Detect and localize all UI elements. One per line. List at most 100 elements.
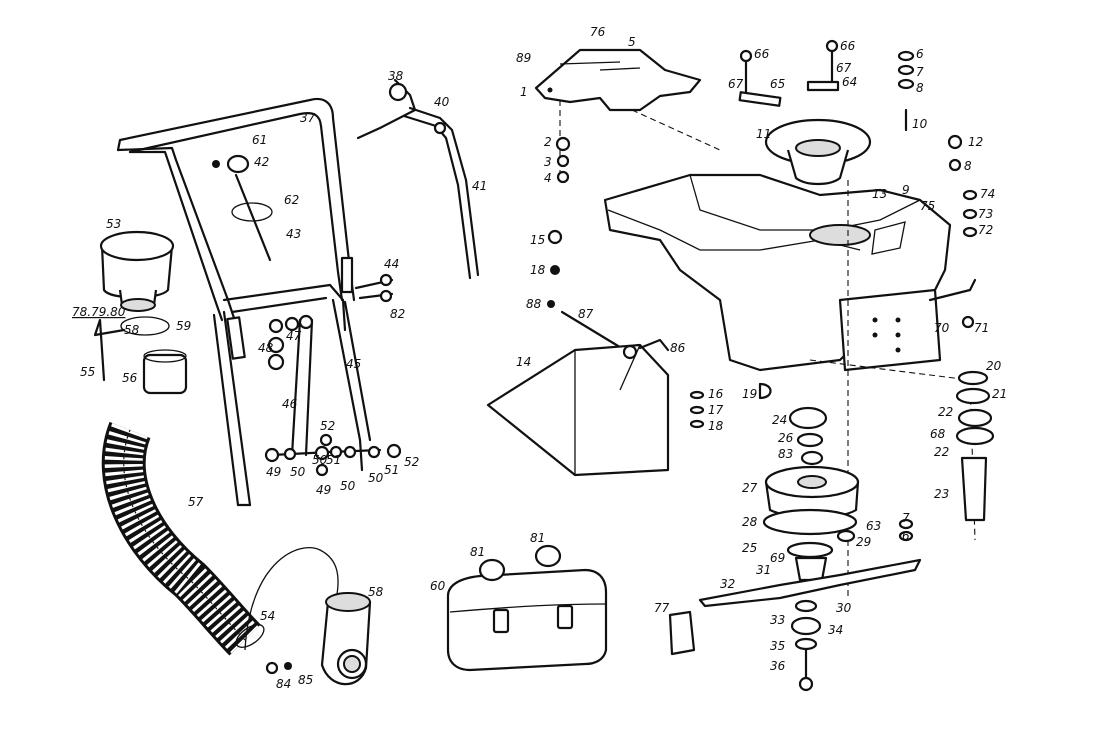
callout-p24: 24	[772, 413, 787, 427]
callout-p6b: 6	[902, 529, 910, 543]
callout-p89: 89	[516, 51, 531, 65]
washers-16-17-18	[689, 390, 705, 429]
callout-p60: 60	[430, 579, 446, 593]
callout-p32: 32	[720, 577, 735, 591]
motor-flange	[764, 118, 872, 186]
callout-p61: 61	[252, 133, 267, 147]
callout-p56: 56	[122, 371, 138, 385]
callout-p50d: 50	[368, 471, 384, 485]
callout-p7a: 7	[916, 65, 924, 79]
callout-p69: 69	[770, 551, 785, 565]
hose-clamp-and-tee	[235, 547, 372, 686]
callout-p41: 41	[472, 179, 487, 193]
callout-p38: 38	[388, 69, 404, 83]
callout-p86: 86	[670, 341, 686, 355]
callout-p23: 23	[934, 487, 949, 501]
callout-p25: 25	[742, 541, 757, 555]
callout-p55: 55	[80, 365, 95, 379]
callout-p1: 1	[520, 85, 528, 99]
callout-p4: 4	[544, 171, 552, 185]
callout-p19: 19	[742, 387, 757, 401]
callout-p13: 13	[872, 187, 887, 201]
callout-p81b: 81	[530, 531, 545, 545]
callout-p64: 64	[842, 75, 857, 89]
callout-p87: 87	[578, 307, 594, 321]
callout-p85: 85	[298, 673, 313, 687]
callout-p42: 42	[254, 155, 269, 169]
callout-p59: 59	[176, 319, 191, 333]
callout-p30: 30	[836, 601, 852, 615]
callout-p73: 73	[978, 207, 993, 221]
grass-box	[486, 338, 670, 477]
callout-p63: 63	[866, 519, 881, 533]
callout-p28: 28	[742, 515, 758, 529]
callout-p17: 17	[708, 403, 724, 417]
callout-p14: 14	[516, 355, 531, 369]
callout-p27: 27	[742, 481, 758, 495]
callout-p47: 47	[286, 329, 302, 343]
callout-p58b: 58	[368, 585, 384, 599]
callout-p88: 88	[526, 297, 542, 311]
callout-p35: 35	[770, 639, 785, 653]
callout-p12: 12	[968, 135, 983, 149]
callout-p26: 26	[778, 431, 794, 445]
part-19-and-77	[668, 382, 772, 656]
throttle-lever	[356, 78, 480, 280]
callout-p70: 70	[934, 321, 950, 335]
washers-6-7-8	[897, 50, 978, 329]
callout-p9: 9	[902, 183, 910, 197]
callout-p2: 2	[544, 135, 552, 149]
callout-p10: 10	[912, 117, 928, 131]
callout-p16: 16	[708, 387, 724, 401]
callout-p81a: 81	[470, 545, 485, 559]
callout-p33: 33	[770, 613, 785, 627]
callout-p5: 5	[628, 35, 636, 49]
callout-p34: 34	[828, 623, 843, 637]
callout-p57: 57	[188, 495, 204, 509]
callout-p45: 45	[346, 357, 361, 371]
callout-p58a: 58	[124, 323, 140, 337]
callout-p52b: 52	[404, 455, 419, 469]
cable-clip	[212, 154, 273, 262]
callout-p67b: 67	[836, 61, 852, 75]
callout-p18b: 18	[708, 419, 724, 433]
callout-p36: 36	[770, 659, 786, 673]
callout-p82: 82	[390, 307, 405, 321]
bolt-15-18	[547, 229, 630, 354]
callout-p7b: 7	[902, 511, 910, 525]
callout-p6a: 6	[916, 47, 924, 61]
callout-p77: 77	[654, 601, 670, 615]
callout-p75: 75	[920, 199, 935, 213]
link-hardware	[264, 314, 402, 477]
callout-p68: 68	[930, 427, 946, 441]
callout-p8a: 8	[916, 81, 924, 95]
callout-p15: 15	[530, 233, 545, 247]
callout-p66b: 66	[840, 39, 856, 53]
handle-frame	[116, 97, 372, 507]
callout-p8b: 8	[964, 159, 972, 173]
callout-p51b: 51	[384, 463, 399, 477]
callout-p53: 53	[106, 217, 121, 231]
callout-p49a: 49	[266, 465, 281, 479]
callout-p49b: 49	[316, 483, 331, 497]
callout-p83: 83	[778, 447, 793, 461]
cover-plate	[534, 48, 721, 180]
outlet-adaptor	[93, 230, 188, 395]
callout-p65: 65	[770, 77, 785, 91]
discharge-hose	[101, 421, 261, 656]
callout-p50c: 50	[340, 479, 356, 493]
callout-p31: 31	[756, 563, 771, 577]
callout-p3: 3	[544, 155, 552, 169]
callout-p52a: 52	[320, 419, 335, 433]
callout-p84: 84	[276, 677, 291, 691]
callout-p76: 76	[590, 25, 606, 39]
blade-assembly	[698, 370, 995, 692]
callout-p48: 48	[258, 341, 274, 355]
callout-p51a: 51	[326, 453, 341, 467]
callout-p21: 21	[992, 387, 1007, 401]
brackets-64-67	[738, 39, 840, 107]
callout-p22b: 22	[934, 445, 949, 459]
callout-p72: 72	[978, 223, 993, 237]
